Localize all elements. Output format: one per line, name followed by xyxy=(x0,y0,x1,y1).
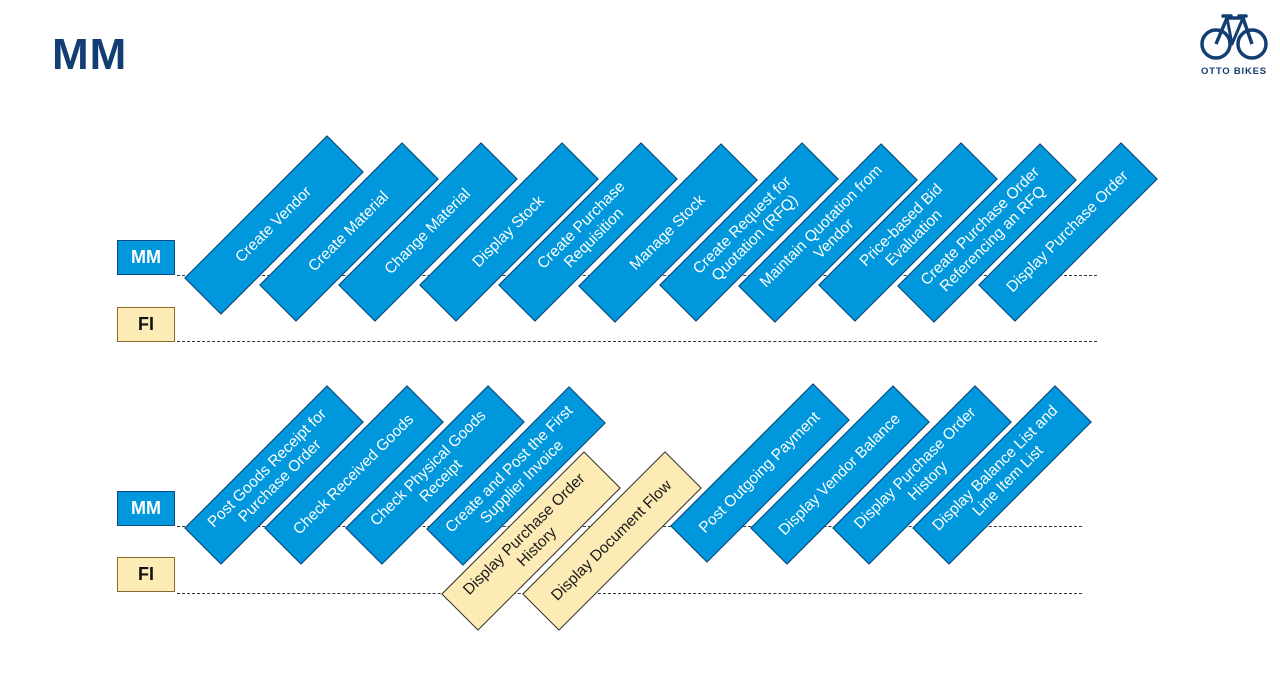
logo-text: OTTO BIKES xyxy=(1201,66,1267,77)
page-title: MM xyxy=(52,30,128,79)
otto-bikes-logo: OTTO BIKES xyxy=(1196,10,1272,90)
lane-label-fi: FI xyxy=(117,307,175,342)
lane-divider-fi xyxy=(177,593,1082,594)
bicycle-icon xyxy=(1200,14,1268,60)
lane-divider-fi xyxy=(177,341,1097,342)
lane-label-fi: FI xyxy=(117,557,175,592)
lane-label-mm: MM xyxy=(117,240,175,275)
lane-label-mm: MM xyxy=(117,491,175,526)
